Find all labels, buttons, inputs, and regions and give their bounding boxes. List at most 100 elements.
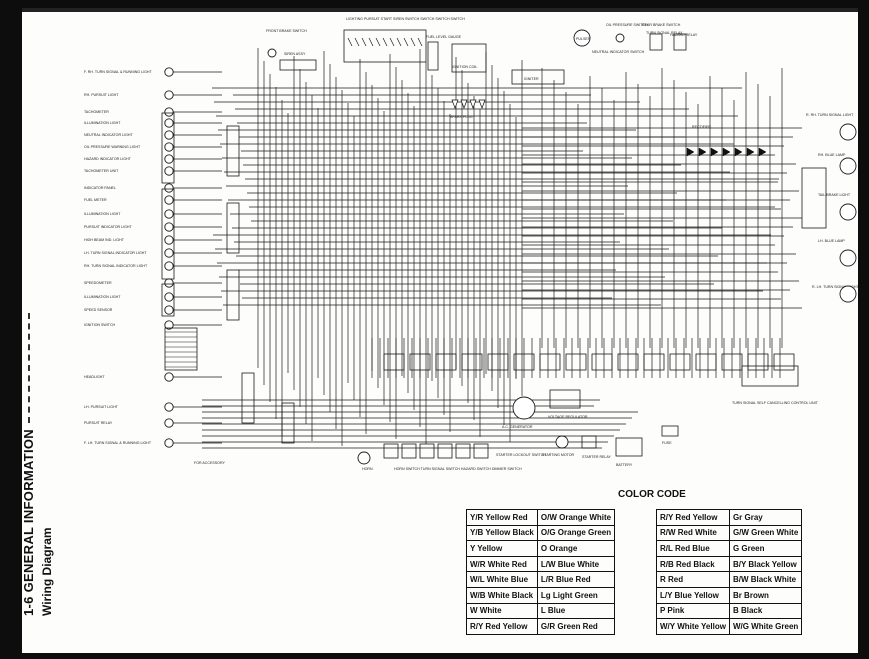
- component-label: HORN SWITCH TURN SIGNAL SWITCH HAZARD SW…: [394, 467, 522, 471]
- wire: [382, 37, 388, 47]
- ignition-switch-box: [164, 327, 198, 371]
- voltage-regulator-box: [549, 389, 581, 409]
- component-label: RECTIFIER: [692, 125, 711, 129]
- component-label: TACHOMETER UNIT: [84, 169, 119, 173]
- connector-block: [773, 353, 795, 371]
- lamp-symbol: [839, 123, 857, 141]
- component-label: RH. BLUE LAMP: [818, 153, 846, 157]
- connector-block: [539, 353, 561, 371]
- connector-block: [513, 353, 535, 371]
- connector-block: [565, 353, 587, 371]
- handlebar-switch-box: [455, 443, 471, 459]
- color-code-cell: O/W Orange White: [536, 509, 616, 526]
- connector-block: [695, 353, 717, 371]
- lamp-symbol: [164, 438, 174, 448]
- component-label: LH. TURN SIGNAL INDICATOR LIGHT: [84, 251, 147, 255]
- oil-pressure-switch-symbol: [615, 33, 625, 43]
- lamp-symbol: [164, 372, 174, 382]
- component-label: FRONT BRAKE SWITCH: [266, 29, 307, 33]
- color-code-cell: R/Y Red Yellow: [466, 618, 538, 635]
- component-label: RH. TURN SIGNAL INDICATOR LIGHT: [84, 264, 148, 268]
- lamp-symbol: [164, 222, 174, 232]
- connector-block: [591, 353, 613, 371]
- color-code-cell: Y Yellow: [466, 540, 538, 557]
- component-label: FUEL LEVEL GAUGE: [426, 35, 462, 39]
- lamp-symbol: [164, 292, 174, 302]
- indicator-panel-box: [161, 188, 175, 280]
- lamp-symbol: [164, 261, 174, 271]
- color-code-cell: Y/B Yellow Black: [466, 524, 538, 542]
- handlebar-switch-box: [419, 443, 435, 459]
- igniter-box: [511, 69, 565, 85]
- color-code-cell: W/R White Red: [466, 555, 538, 573]
- speedometer-box: [161, 283, 175, 317]
- component-label: LH. BLUE LAMP: [818, 239, 845, 243]
- pulser-symbol: [573, 29, 591, 47]
- page-heading: 1-6 GENERAL INFORMATION Wiring Diagram: [22, 313, 54, 616]
- fuel-gauge: [427, 41, 439, 71]
- lamp-symbol: [164, 418, 174, 428]
- component-label: SIREN ASSY: [284, 52, 306, 56]
- battery-box: [615, 437, 643, 457]
- component-label: SPEED SENSOR: [84, 308, 113, 312]
- component-label: FUSE: [662, 441, 672, 445]
- wire: [361, 37, 367, 47]
- diode-symbol: [722, 147, 731, 157]
- component-label: HAZARD INDICATOR LIGHT: [84, 157, 132, 161]
- connector-block: [461, 353, 483, 371]
- component-label: REAR BRAKE SWITCH: [642, 23, 681, 27]
- handlebar-switch-box: [343, 29, 427, 63]
- connector-block: [226, 269, 240, 321]
- color-code-cell: W/B White Black: [466, 586, 538, 604]
- connector-block: [383, 353, 405, 371]
- component-label: INDICATOR PANEL: [84, 186, 116, 190]
- component-label: HEADLIGHT: [84, 375, 105, 379]
- wire: [396, 37, 402, 47]
- connector-block: [487, 353, 509, 371]
- color-code-cell: G/W Green White: [728, 524, 803, 542]
- spark-plug-symbol: [469, 99, 477, 109]
- lamp-symbol: [164, 183, 174, 193]
- fuse-box: [661, 425, 679, 437]
- lamp-symbol: [164, 248, 174, 258]
- turn-cancel-unit-box: [741, 365, 799, 387]
- color-code-cell: B/Y Black Yellow: [728, 555, 803, 573]
- component-label: SPARK PLUG: [450, 115, 473, 119]
- component-label: TAIL/BRAKE LIGHT: [818, 193, 851, 197]
- connector-block: [643, 353, 665, 371]
- wire: [375, 37, 381, 47]
- component-label: R. RH. TURN SIGNAL LIGHT: [806, 113, 854, 117]
- lamp-symbol: [164, 118, 174, 128]
- lamp-symbol: [164, 166, 174, 176]
- section-title: 1-6 GENERAL INFORMATION: [22, 429, 36, 616]
- hazard-relay-box: [673, 33, 687, 51]
- lamp-symbol: [164, 130, 174, 140]
- color-code-cell: R/B Red Black: [656, 555, 730, 573]
- lamp-symbol: [164, 142, 174, 152]
- wire: [403, 37, 409, 47]
- color-code-cell: L Blue: [536, 602, 616, 620]
- component-label: NEUTRAL INDICATOR SWITCH: [592, 50, 645, 54]
- color-code-heading: COLOR CODE: [618, 489, 686, 500]
- wire: [410, 37, 416, 47]
- wire: [389, 37, 395, 47]
- color-code-cell: W/Y White Yellow: [656, 618, 730, 635]
- color-code-cell: W/G White Green: [728, 618, 803, 635]
- color-code-cell: G Green: [728, 540, 803, 557]
- component-label: PURSUIT RELAY: [84, 421, 113, 425]
- spark-plug-symbol: [451, 99, 459, 109]
- component-label: PURSUIT INDICATOR LIGHT: [84, 225, 133, 229]
- component-label: ILLUMINATION LIGHT: [84, 212, 121, 216]
- diode-symbol: [698, 147, 707, 157]
- wire: [368, 37, 374, 47]
- diagram-subtitle: Wiring Diagram: [40, 527, 54, 616]
